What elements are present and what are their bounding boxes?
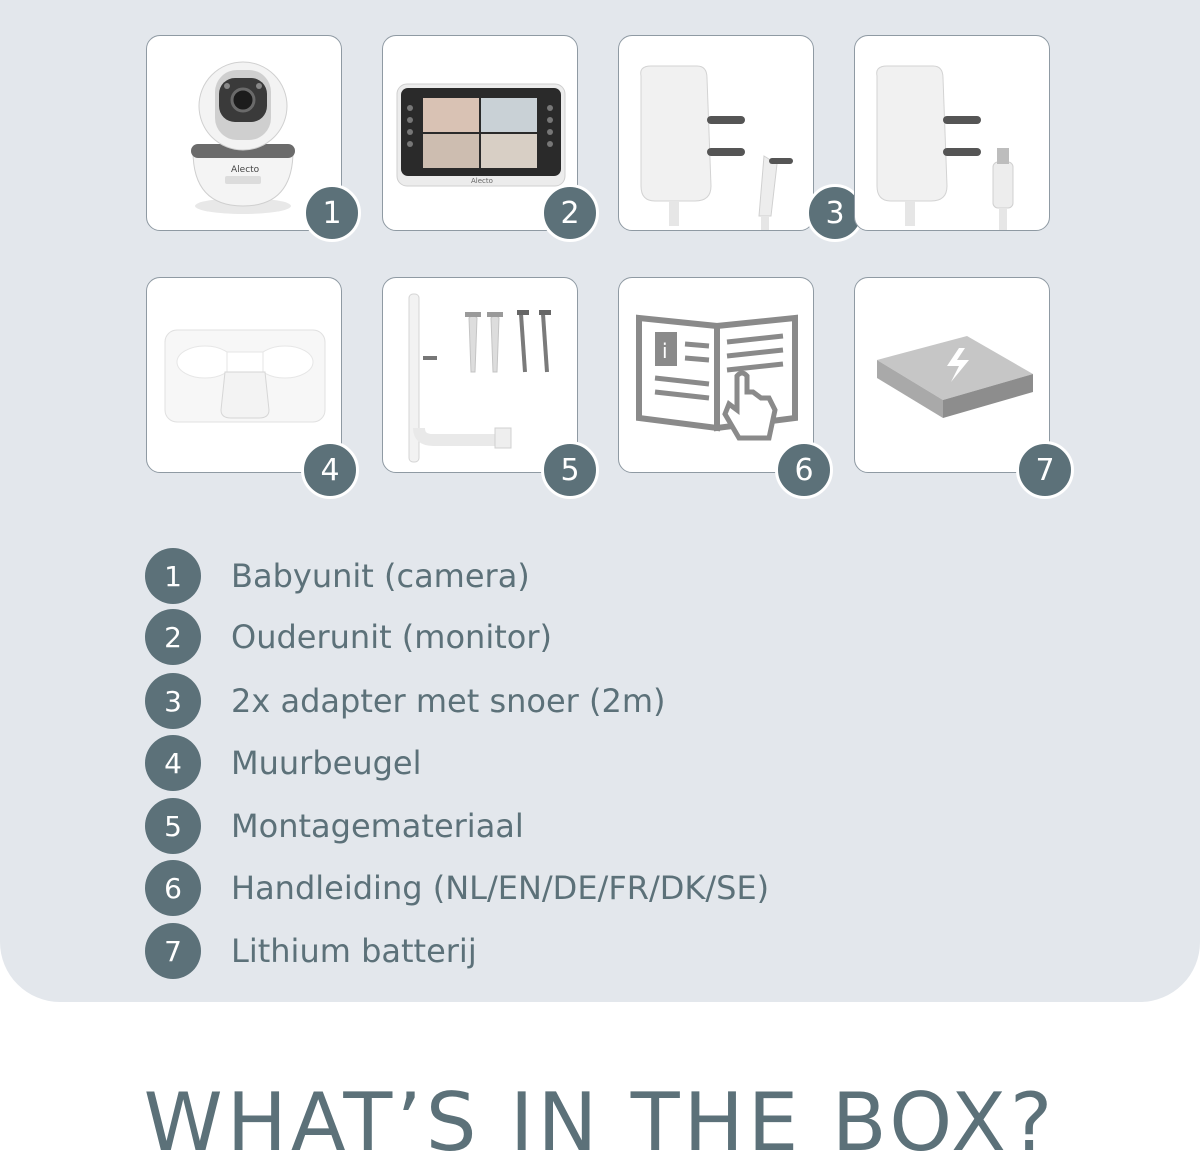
contents-panel: Alecto 1 Alecto 2 3 [0, 0, 1200, 1002]
tile-badge-7: 7 [1016, 441, 1074, 499]
tile-battery [854, 277, 1050, 473]
list-label: Lithium batterij [231, 932, 477, 970]
list-item: 1 Babyunit (camera) [145, 547, 530, 605]
tile-badge-5: 5 [541, 441, 599, 499]
mounting-screws-icon [408, 293, 551, 463]
list-label: 2x adapter met snoer (2m) [231, 682, 666, 720]
tile-adapter-a [618, 35, 814, 231]
list-number: 7 [145, 923, 201, 979]
list-number: 5 [145, 798, 201, 854]
list-item: 3 2x adapter met snoer (2m) [145, 672, 666, 730]
tile-badge-1: 1 [303, 184, 361, 242]
list-label: Ouderunit (monitor) [231, 618, 552, 656]
list-item: 5 Montagemateriaal [145, 797, 524, 855]
tile-manual: i [618, 277, 814, 473]
list-number: 4 [145, 735, 201, 791]
list-item: 7 Lithium batterij [145, 922, 477, 980]
svg-text:Alecto: Alecto [231, 165, 260, 175]
list-item: 4 Muurbeugel [145, 734, 422, 792]
tile-badge-2: 2 [541, 184, 599, 242]
baby-camera-icon: Alecto [191, 61, 295, 214]
power-adapter-icon [876, 65, 1014, 230]
svg-text:i: i [662, 339, 668, 363]
wall-bracket-icon [164, 329, 326, 423]
power-adapter-icon [640, 65, 793, 230]
list-number: 6 [145, 860, 201, 916]
tile-mounting [382, 277, 578, 473]
list-item: 2 Ouderunit (monitor) [145, 608, 552, 666]
battery-icon [877, 336, 1033, 418]
page-title: WHAT’S IN THE BOX? [143, 1076, 1057, 1169]
list-number: 3 [145, 673, 201, 729]
list-label: Handleiding (NL/EN/DE/FR/DK/SE) [231, 869, 770, 907]
list-number: 1 [145, 548, 201, 604]
tile-wall-bracket [146, 277, 342, 473]
list-label: Babyunit (camera) [231, 557, 530, 595]
list-label: Montagemateriaal [231, 807, 524, 845]
tile-badge-4: 4 [301, 441, 359, 499]
tile-camera: Alecto [146, 35, 342, 231]
tile-adapter-b [854, 35, 1050, 231]
list-number: 2 [145, 609, 201, 665]
list-label: Muurbeugel [231, 744, 422, 782]
parent-monitor-icon: Alecto [396, 83, 566, 187]
tile-badge-6: 6 [775, 441, 833, 499]
tile-monitor: Alecto [382, 35, 578, 231]
svg-text:Alecto: Alecto [471, 177, 493, 185]
list-item: 6 Handleiding (NL/EN/DE/FR/DK/SE) [145, 859, 769, 917]
manual-book-icon: i [636, 314, 798, 441]
